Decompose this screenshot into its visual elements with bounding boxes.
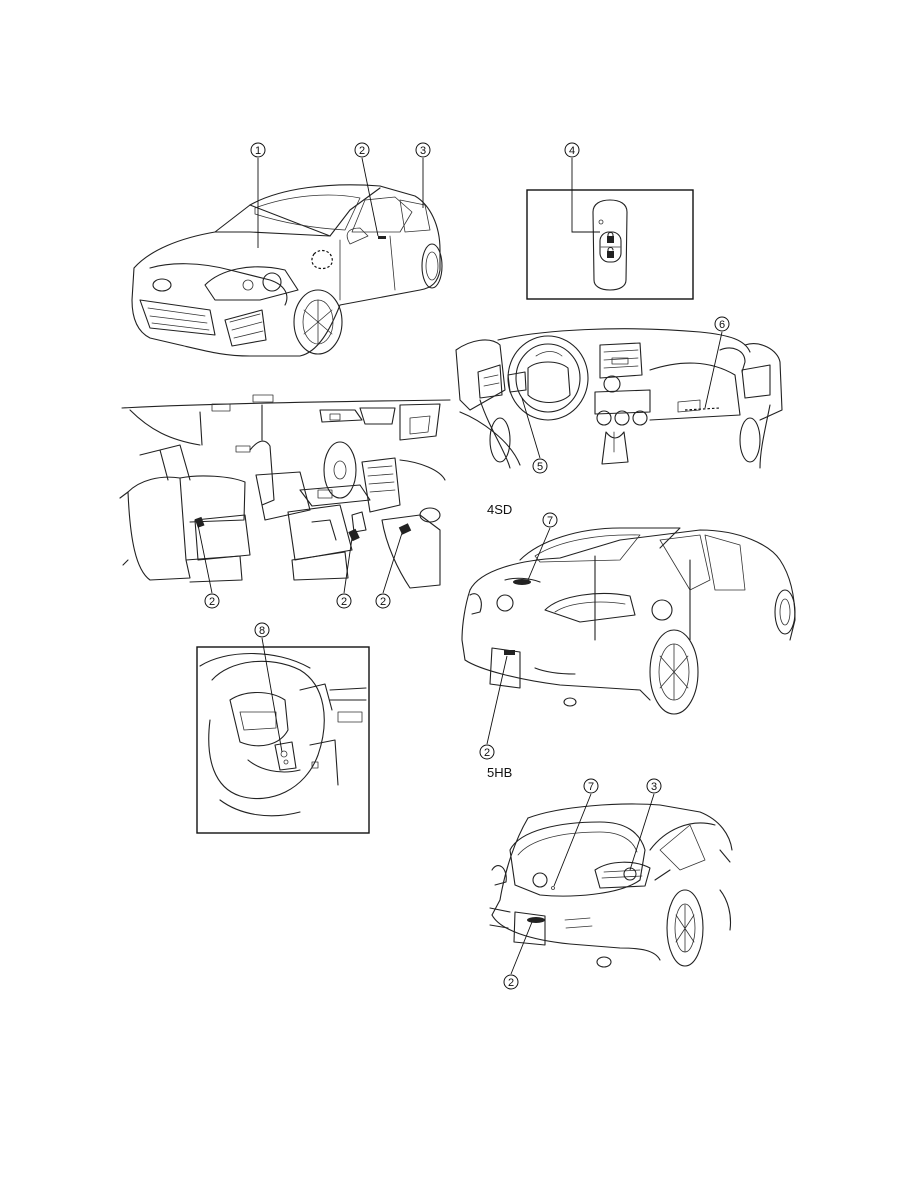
callout-1: 1: [250, 142, 266, 248]
smart-key-detail-view: [526, 189, 694, 300]
svg-text:2: 2: [484, 747, 490, 759]
svg-text:1: 1: [255, 145, 261, 157]
callout-6: 6: [704, 316, 730, 409]
svg-text:6: 6: [719, 319, 725, 331]
callout-3-hatch: 3: [629, 778, 662, 871]
svg-text:5: 5: [537, 461, 543, 473]
svg-text:3: 3: [651, 781, 657, 793]
rear-hatchback-view: [489, 803, 733, 968]
callout-3-front: 3: [415, 142, 431, 208]
callout-5: 5: [521, 397, 548, 474]
steering-wheel-detail-view: [196, 646, 370, 834]
svg-text:7: 7: [588, 781, 594, 793]
svg-text:2: 2: [359, 145, 365, 157]
svg-text:2: 2: [380, 596, 386, 608]
variant-label-5hb: 5HB: [487, 765, 513, 780]
front-sedan-view: [131, 184, 443, 357]
rear-sedan-view: [461, 527, 796, 715]
svg-text:7: 7: [547, 515, 553, 527]
callout-2-front: 2: [354, 142, 379, 237]
callout-2-hatch: 2: [503, 921, 533, 990]
callout-7-hatch: 7: [553, 778, 599, 887]
svg-text:2: 2: [341, 596, 347, 608]
svg-text:2: 2: [508, 977, 514, 989]
svg-text:4: 4: [569, 145, 575, 157]
callout-2-interior-console: 2: [336, 537, 353, 609]
dashboard-view: [455, 328, 783, 469]
callout-7-sedan: 7: [527, 512, 558, 581]
callout-8: 8: [254, 622, 283, 753]
callout-4: 4: [564, 142, 600, 233]
callout-2-sedan: 2: [479, 655, 508, 760]
interior-view: [119, 394, 451, 589]
svg-text:8: 8: [259, 625, 265, 637]
svg-text:3: 3: [420, 145, 426, 157]
callout-2-interior-front: 2: [375, 532, 403, 609]
variant-label-4sd: 4SD: [487, 502, 513, 517]
callout-2-interior-rear: 2: [197, 524, 220, 609]
svg-text:2: 2: [209, 596, 215, 608]
